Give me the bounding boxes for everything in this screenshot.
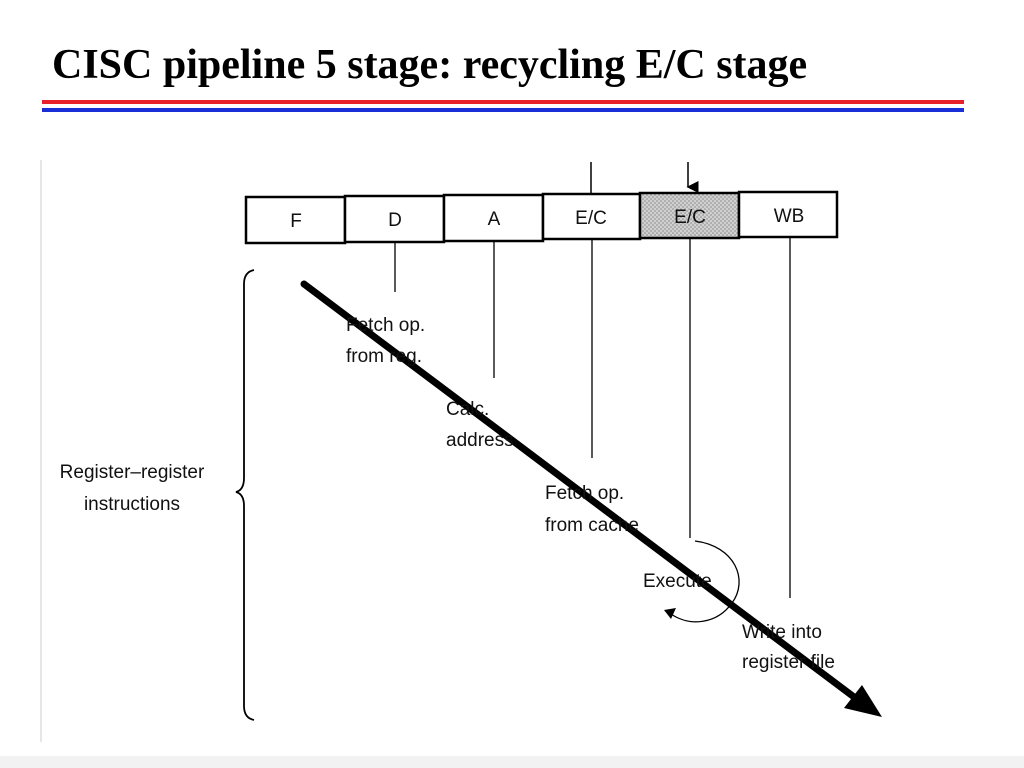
stage-wb: WB (737, 190, 839, 239)
calc-address-line2: address (446, 430, 514, 451)
stage-ec-first-label: E/C (575, 208, 607, 229)
execute-loop-arrowhead (664, 608, 676, 619)
stage-f-label: F (290, 211, 302, 232)
slide-title: CISC pipeline 5 stage: recycling E/C sta… (52, 42, 808, 88)
group-brace (235, 269, 255, 721)
stage-ec-recycled: E/C (638, 191, 741, 240)
bottom-band (0, 756, 1024, 768)
stage-a: A (442, 193, 545, 243)
flow-arrow (300, 280, 866, 707)
stage-d: D (343, 194, 446, 244)
stage-a-label: A (488, 209, 501, 230)
flow-arrowhead (844, 685, 882, 717)
fetch-reg-line2: from reg. (346, 346, 422, 367)
scan-edge (40, 160, 42, 742)
title-rule-red (42, 100, 964, 104)
write-back-line1: Write into (742, 622, 822, 643)
write-back-line2: register file (742, 652, 835, 673)
fetch-cache-line2: from cache (545, 515, 639, 536)
stage-f: F (244, 195, 347, 245)
stage-ec-recycled-label: E/C (674, 207, 706, 228)
fetch-cache-line1: Fetch op. (545, 483, 624, 504)
fetch-reg-line1: Fetch op. (346, 315, 425, 336)
calc-address-line1: Calc. (446, 399, 489, 420)
group-label-line1: Register–register (60, 462, 205, 483)
title-rule-blue (42, 108, 964, 112)
execute-label: Execute (643, 571, 712, 592)
stage-ec-first: E/C (541, 192, 642, 241)
stage-wb-label: WB (774, 206, 805, 227)
stage-d-label: D (388, 210, 402, 231)
group-label-line2: instructions (84, 494, 180, 515)
